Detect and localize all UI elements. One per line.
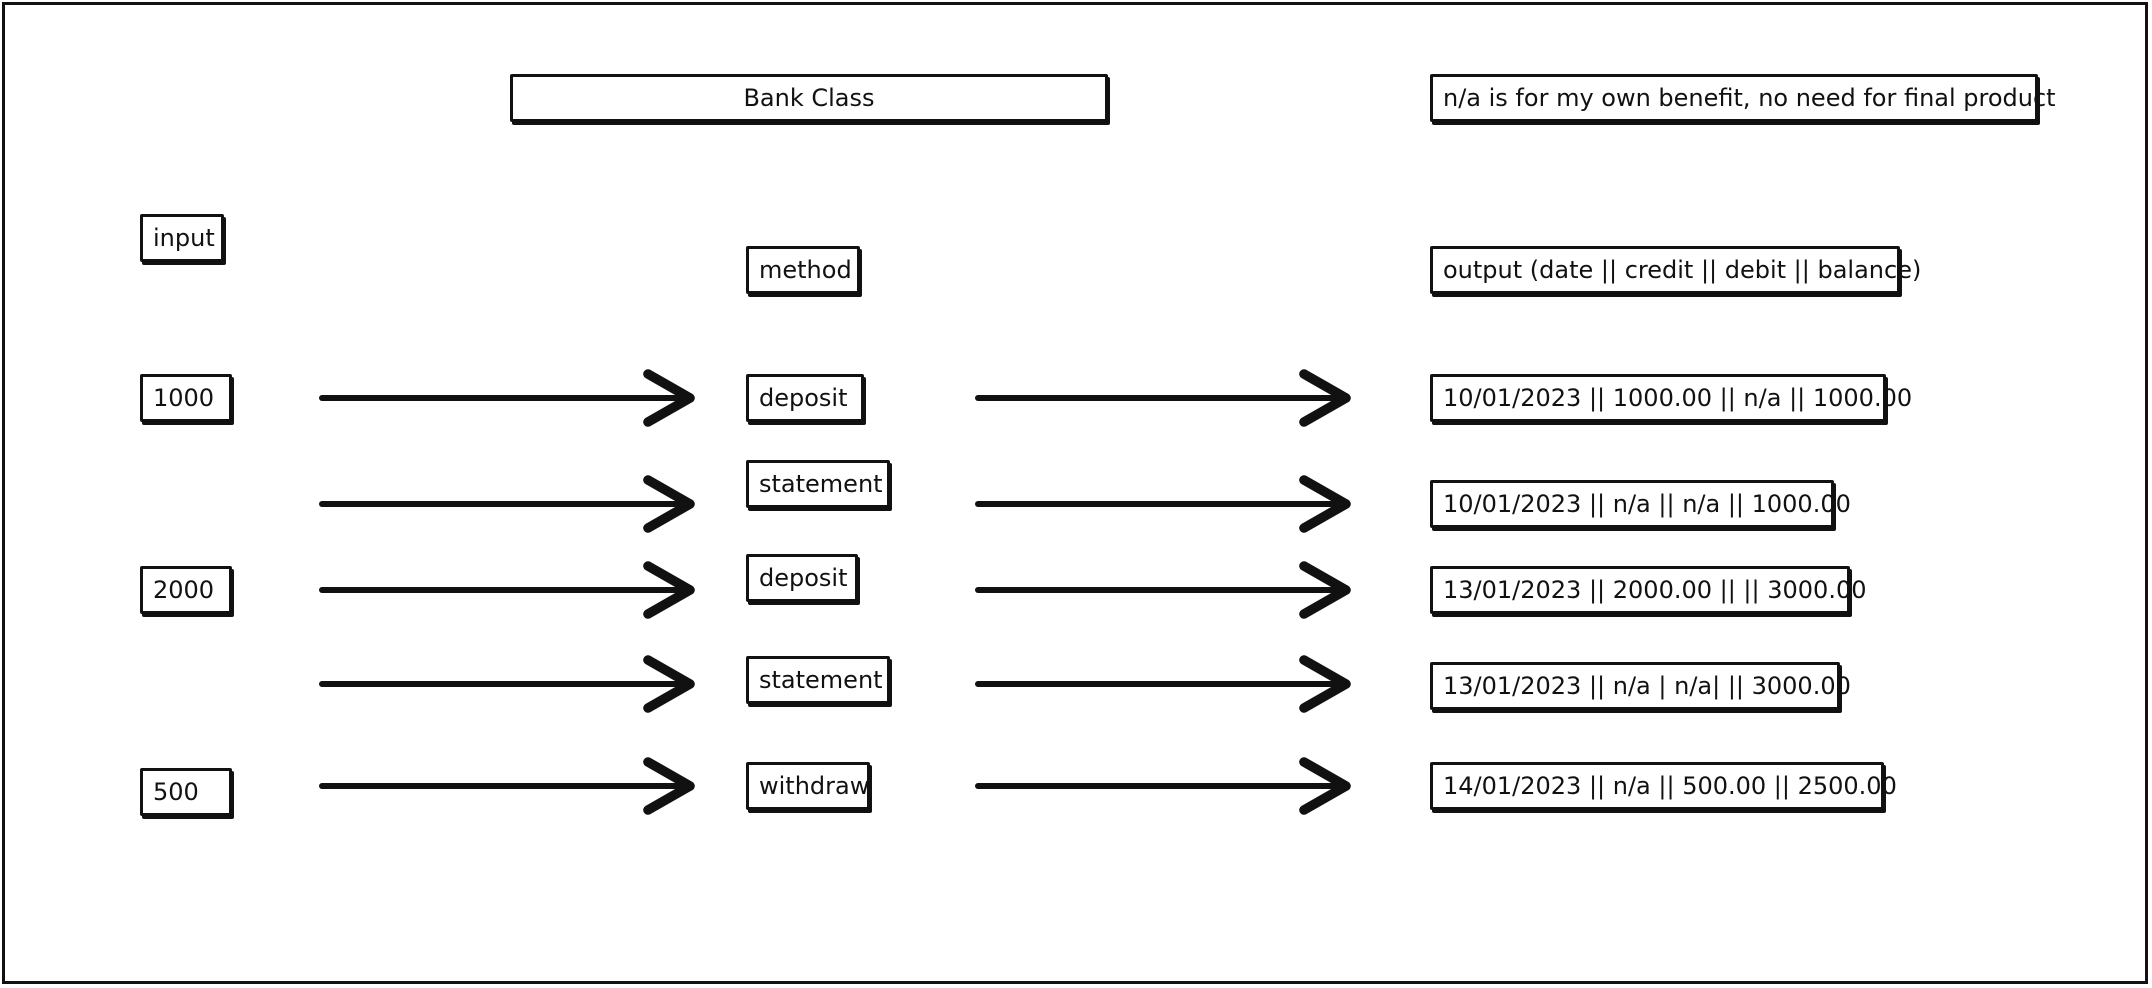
- method-statement-1: statement: [746, 460, 890, 508]
- output-header: output (date || credit || debit || balan…: [1430, 246, 1921, 294]
- method-deposit-2: deposit: [746, 554, 858, 602]
- output-row-4: 13/01/2023 || n/a | n/a| || 3000.00: [1430, 662, 1851, 710]
- method-withdraw: withdraw: [746, 762, 870, 810]
- title-box: Bank Class: [510, 74, 1108, 122]
- note-box: n/a is for my own benefit, no need for f…: [1430, 74, 2056, 122]
- method-deposit-1: deposit: [746, 374, 864, 422]
- method-header: method: [746, 246, 860, 294]
- output-row-2: 10/01/2023 || n/a || n/a || 1000.00: [1430, 480, 1851, 528]
- output-row-1: 10/01/2023 || 1000.00 || n/a || 1000.00: [1430, 374, 1912, 422]
- method-statement-2: statement: [746, 656, 890, 704]
- input-header: input: [140, 214, 224, 262]
- input-box-1000: 1000: [140, 374, 232, 422]
- output-row-3: 13/01/2023 || 2000.00 || || 3000.00: [1430, 566, 1866, 614]
- input-box-2000: 2000: [140, 566, 232, 614]
- input-box-500: 500: [140, 768, 232, 816]
- output-row-5: 14/01/2023 || n/a || 500.00 || 2500.00: [1430, 762, 1897, 810]
